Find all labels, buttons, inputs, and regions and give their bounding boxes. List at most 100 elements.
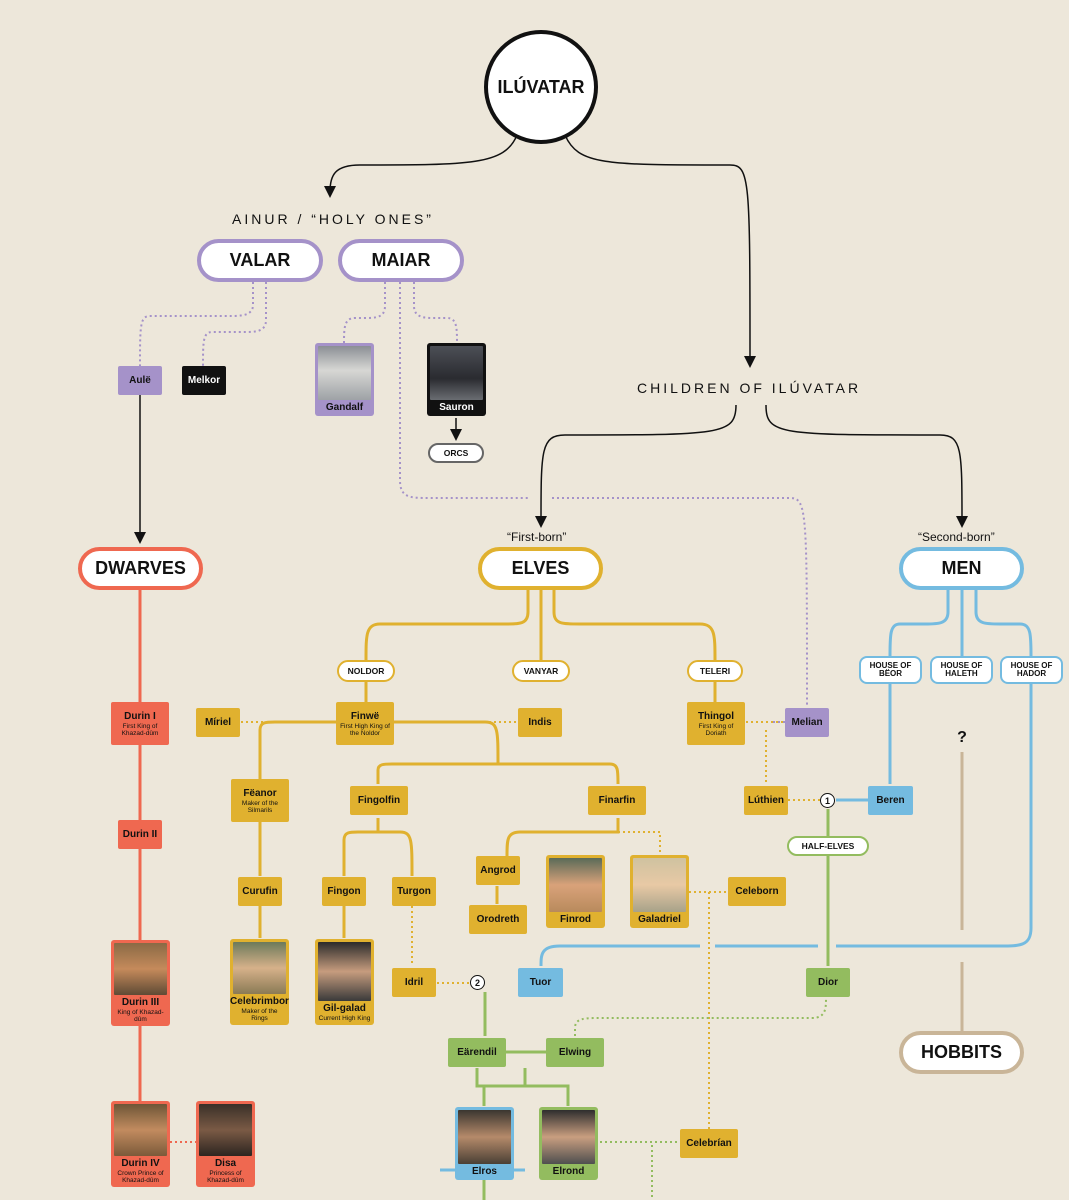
miriel-node: Míriel (196, 708, 240, 737)
aule-node: Aulë (118, 366, 162, 395)
house-beor-label: HOUSE OF BËOR (869, 661, 912, 678)
dior-node: Dior (806, 968, 850, 997)
half-elves-subgroup: HALF-ELVES (787, 836, 869, 856)
ainur-caption: AINUR / “HOLY ONES” (232, 211, 434, 227)
iluvatar-node: ILÚVATAR (484, 30, 598, 144)
durin-i-sub: First King of Khazad-dûm (121, 722, 159, 737)
elrond-label: Elrond (552, 1166, 585, 1177)
house-haleth-subgroup: HOUSE OF HALETH (930, 656, 993, 684)
valar-label: VALAR (229, 250, 291, 270)
elros-portrait-icon (458, 1110, 511, 1164)
celebrian-label: Celebrían (686, 1138, 732, 1149)
finarfin-label: Finarfin (598, 795, 636, 806)
sauron-label: Sauron (439, 402, 474, 413)
dwarves-group: DWARVES (78, 547, 203, 590)
finrod-label: Finrod (559, 914, 592, 925)
fingon-label: Fingon (327, 886, 361, 897)
tuor-label: Tuor (529, 977, 552, 988)
half-elves-label: HALF-ELVES (801, 841, 855, 851)
orcs-subgroup: ORCS (428, 443, 484, 463)
melkor-label: Melkor (187, 375, 221, 386)
disa-node: Disa Princess of Khazad-dûm (196, 1101, 255, 1187)
fingon-node: Fingon (322, 877, 366, 906)
unknown-marker: ? (957, 729, 967, 746)
celeborn-label: Celeborn (735, 886, 779, 897)
melian-node: Melian (785, 708, 829, 737)
valar-group: VALAR (197, 239, 323, 282)
elwing-node: Elwing (546, 1038, 604, 1067)
house-hador-subgroup: HOUSE OF HADOR (1000, 656, 1063, 684)
gandalf-label: Gandalf (325, 402, 364, 413)
children-caption: CHILDREN OF ILÚVATAR (637, 380, 862, 396)
feanor-label: Fëanor (243, 787, 277, 799)
gandalf-node: Gandalf (315, 343, 374, 416)
maiar-label: MAIAR (371, 250, 431, 270)
finwe-label: Finwë (350, 710, 380, 722)
galadriel-node: Galadriel (630, 855, 689, 928)
galadriel-label: Galadriel (638, 914, 681, 925)
union-one-label: 1 (824, 795, 830, 806)
orodreth-label: Orodreth (476, 914, 520, 925)
second-born-quote: “Second-born” (918, 530, 995, 544)
feanor-sub: Maker of the Silmarils (241, 799, 279, 814)
celebrimbor-sub: Maker of the Rings (241, 1008, 278, 1022)
sauron-portrait-icon (430, 346, 483, 400)
celebrimbor-portrait-icon (233, 942, 286, 994)
luthien-node: Lúthien (744, 786, 788, 815)
dior-label: Dior (818, 977, 838, 988)
durin-iii-sub: King of Khazad-dûm (117, 1009, 164, 1023)
disa-sub: Princess of Khazad-dûm (207, 1170, 244, 1184)
celebrimbor-label: Celebrimbor (230, 996, 289, 1007)
curufin-node: Curufin (238, 877, 282, 906)
angrod-node: Angrod (476, 856, 520, 885)
durin-iv-node: Durin IV Crown Prince of Khazad-dûm (111, 1101, 170, 1187)
elves-group: ELVES (478, 547, 603, 590)
beren-label: Beren (876, 795, 905, 806)
house-hador-label: HOUSE OF HADOR (1010, 661, 1053, 678)
men-label: MEN (941, 558, 982, 578)
elwing-label: Elwing (558, 1047, 592, 1058)
turgon-node: Turgon (392, 877, 436, 906)
finwe-sub: First High King of the Noldor (340, 722, 390, 737)
aule-label: Aulë (129, 375, 151, 386)
orodreth-node: Orodreth (469, 905, 527, 934)
union-marker-two: 2 (470, 975, 485, 990)
gandalf-portrait-icon (318, 346, 371, 400)
celebrian-node: Celebrían (680, 1129, 738, 1158)
galadriel-portrait-icon (633, 858, 686, 912)
melian-label: Melian (791, 717, 823, 728)
durin-ii-node: Durin II (118, 820, 162, 849)
disa-portrait-icon (199, 1104, 252, 1156)
earendil-label: Eärendil (457, 1047, 497, 1058)
thingol-sub: First King of Doriath (698, 722, 734, 737)
iluvatar-label: ILÚVATAR (497, 76, 585, 97)
tuor-node: Tuor (518, 968, 563, 997)
men-group: MEN (899, 547, 1024, 590)
finrod-node: Finrod (546, 855, 605, 928)
durin-i-label: Durin I (124, 710, 156, 722)
curufin-label: Curufin (242, 886, 278, 897)
durin-iii-portrait-icon (114, 943, 167, 995)
durin-iii-node: Durin III King of Khazad-dûm (111, 940, 170, 1026)
house-beor-subgroup: HOUSE OF BËOR (859, 656, 922, 684)
vanyar-label: VANYAR (523, 666, 559, 676)
vanyar-subgroup: VANYAR (512, 660, 570, 682)
fingolfin-node: Fingolfin (350, 786, 408, 815)
luthien-label: Lúthien (747, 795, 785, 806)
hobbits-label: HOBBITS (921, 1042, 1002, 1062)
gilgalad-node: Gil-galad Current High King (315, 939, 374, 1025)
idril-label: Idril (404, 977, 424, 988)
melkor-node: Melkor (182, 366, 226, 395)
gilgalad-portrait-icon (318, 942, 371, 1001)
turgon-label: Turgon (397, 886, 431, 897)
orcs-label: ORCS (443, 448, 469, 458)
durin-iv-portrait-icon (114, 1104, 167, 1156)
celebrimbor-node: Celebrimbor Maker of the Rings (230, 939, 289, 1025)
hobbits-group: HOBBITS (899, 1031, 1024, 1074)
elros-label: Elros (471, 1166, 497, 1177)
union-two-label: 2 (474, 977, 480, 988)
teleri-label: TELERI (699, 666, 731, 676)
noldor-subgroup: NOLDOR (337, 660, 395, 682)
